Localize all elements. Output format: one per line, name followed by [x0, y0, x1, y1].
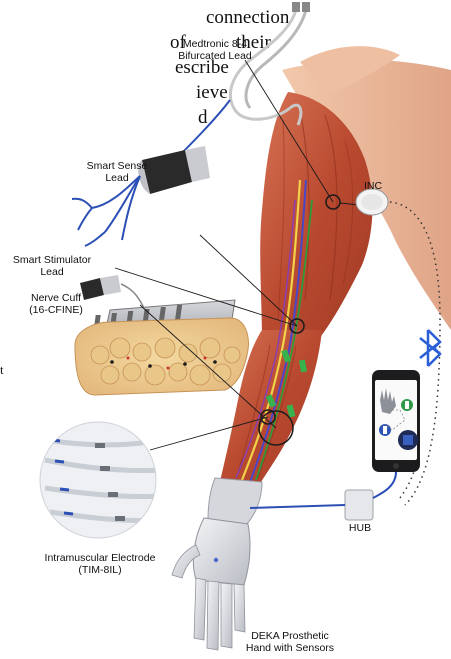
- phone-electrode-icon: [379, 424, 391, 436]
- label-inc: INC: [358, 180, 388, 192]
- label-intramuscular-electrode: Intramuscular Electrode (TIM-8IL): [40, 552, 160, 576]
- label-medtronic-lead: Medtronic 8-4 Bifurcated Lead: [170, 38, 260, 62]
- intramuscular-electrode-inset: [40, 422, 160, 538]
- inc-implant: [356, 189, 388, 215]
- phone-chip-icon: [398, 430, 418, 450]
- prosthetic-socket: [208, 478, 262, 525]
- bluetooth-icon: [420, 330, 440, 366]
- smartphone: [372, 370, 420, 472]
- label-smart-sense-lead: Smart Sense Lead: [82, 160, 152, 184]
- medtronic-lead: [230, 2, 310, 125]
- label-smart-stimulator-lead: Smart Stimulator Lead: [4, 254, 100, 278]
- label-deka-hand: DEKA Prosthetic Hand with Sensors: [240, 630, 340, 654]
- nerve-cuff: [75, 300, 248, 395]
- prosthetic-hand: [172, 518, 250, 650]
- label-nerve-cuff: Nerve Cuff (16-CFINE): [18, 292, 94, 316]
- hub-device: [250, 472, 396, 520]
- phone-sensor-icon: [401, 399, 413, 411]
- label-hub: HUB: [343, 522, 377, 534]
